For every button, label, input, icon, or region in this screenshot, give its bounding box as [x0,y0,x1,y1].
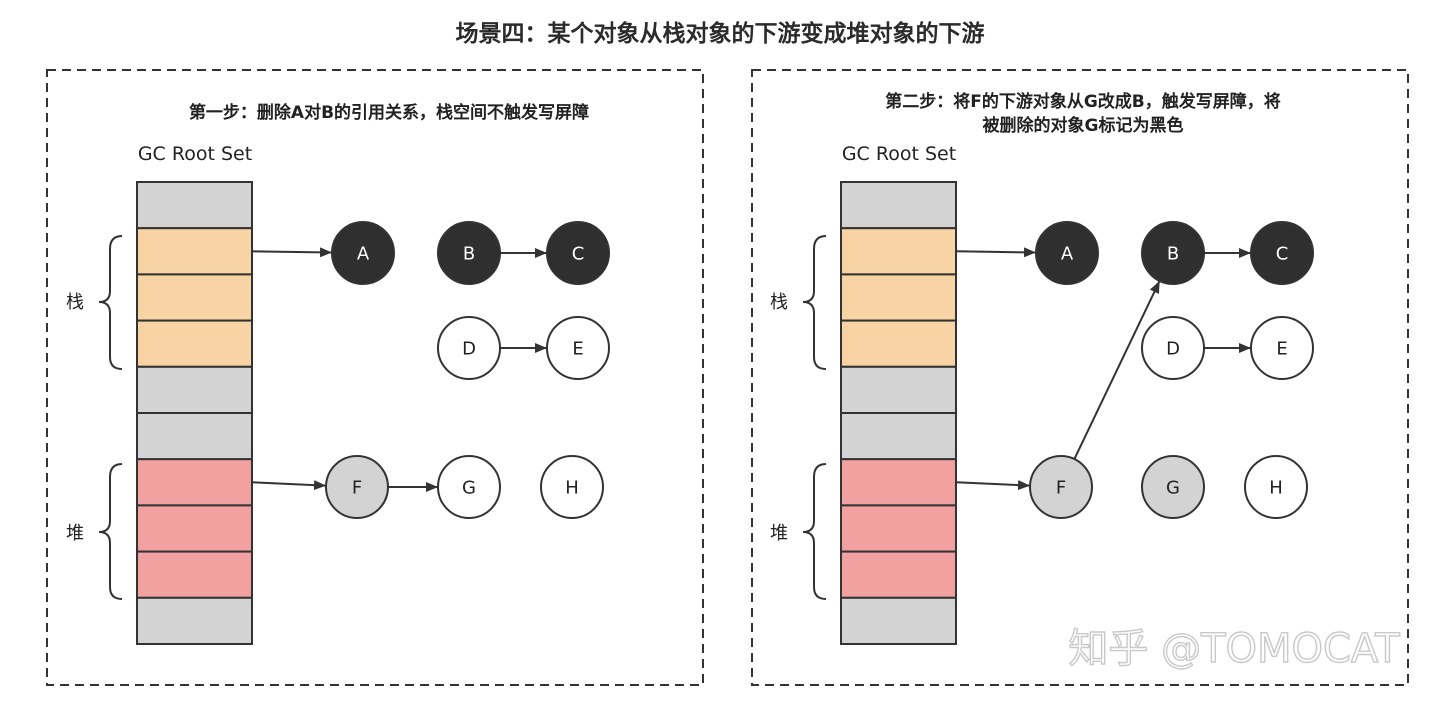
node-label: D [462,339,476,360]
node-g: G [437,455,501,519]
root-slot-heap [136,504,253,553]
node-label: E [1276,339,1287,360]
root-set-slots [840,181,957,645]
edge-slot1-to-a [251,247,333,258]
root-slot-gray [136,596,253,645]
edge-slot6-to-f [955,480,1031,491]
edge-slot1-to-a [955,247,1037,258]
root-slot-stack [840,227,957,276]
node-label: A [1061,244,1074,265]
node-circle [1029,455,1093,519]
root-slot-heap [840,458,957,507]
root-slot-stack [136,319,253,368]
stack-brace [98,235,123,370]
node-c: C [546,221,610,285]
node-c: C [1250,221,1314,285]
node-circle [1035,221,1099,285]
node-circle [1244,455,1308,519]
root-slot-gray [136,181,253,230]
gc-root-set-label: GC Root Set [842,143,956,165]
root-slot-heap [136,458,253,507]
stack-brace [802,235,827,370]
node-label: A [357,244,370,265]
panel-step-2: 第二步：将F的下游对象从G改成B，触发写屏障，将 被删除的对象G标记为黑色 GC… [751,69,1409,686]
node-label: G [462,478,476,499]
root-slot-stack [136,273,253,322]
heap-brace [98,463,123,600]
node-circle [540,455,604,519]
node-label: G [1166,478,1180,499]
root-slot-gray [840,596,957,645]
node-label: B [1167,244,1179,265]
heap-brace [802,463,827,600]
node-label: H [1269,478,1283,499]
step-description-line-1: 第一步：删除A对B的引用关系，栈空间不触发写屏障 [189,102,589,123]
panel-step-1: 第一步：删除A对B的引用关系，栈空间不触发写屏障 GC Root Set 栈 堆… [46,69,704,686]
root-set-slots [136,181,253,645]
stack-label: 栈 [770,292,788,313]
reference-edges [251,247,547,492]
heap-label: 堆 [770,523,788,544]
node-f: F [1029,455,1093,519]
node-a: A [331,221,395,285]
object-nodes: A B C D E F G H [1029,221,1314,519]
root-slot-heap [840,550,957,599]
node-circle [1250,316,1314,380]
node-label: E [572,339,583,360]
step-description-line-2: 被删除的对象G标记为黑色 [983,115,1184,136]
node-circle [331,221,395,285]
node-label: B [463,244,475,265]
node-a: A [1035,221,1099,285]
node-d: D [1141,316,1205,380]
node-label: C [1276,244,1289,265]
node-circle [546,316,610,380]
node-circle [437,455,501,519]
node-f: F [325,455,389,519]
node-label: F [352,478,362,499]
stack-label: 栈 [66,292,84,313]
edge-f-to-b [1073,280,1161,460]
node-circle [1141,455,1205,519]
node-b: B [1141,221,1205,285]
panel-border [46,69,704,686]
node-circle [325,455,389,519]
node-h: H [540,455,604,519]
root-slot-stack [840,319,957,368]
node-label: H [565,478,579,499]
node-circle [1141,316,1205,380]
diagram-title: 场景四：某个对象从栈对象的下游变成堆对象的下游 [456,20,985,47]
watermark: 知乎 @TOMOCAT [1068,626,1400,672]
node-b: B [437,221,501,285]
step-description-line-1: 第二步：将F的下游对象从G改成B，触发写屏障，将 [885,91,1281,112]
root-slot-gray [136,365,253,414]
node-label: C [572,244,585,265]
root-slot-gray [840,181,957,230]
node-h: H [1244,455,1308,519]
edge-slot6-to-f [251,480,327,491]
node-e: E [1250,316,1314,380]
heap-label: 堆 [66,523,84,544]
node-g: G [1141,455,1205,519]
reference-edges [955,247,1251,491]
node-circle [546,221,610,285]
node-circle [437,221,501,285]
node-circle [437,316,501,380]
gc-root-set-label: GC Root Set [138,143,252,165]
root-slot-gray [840,365,957,414]
node-circle [1141,221,1205,285]
root-slot-stack [840,273,957,322]
root-slot-stack [136,227,253,276]
node-label: F [1056,478,1066,499]
node-d: D [437,316,501,380]
node-circle [1250,221,1314,285]
root-slot-heap [840,504,957,553]
node-label: D [1166,339,1180,360]
root-slot-heap [136,550,253,599]
object-nodes: A B C D E F G H [325,221,610,519]
node-e: E [546,316,610,380]
root-slot-gray [136,412,253,461]
panel-border [751,69,1409,686]
root-slot-gray [840,412,957,461]
